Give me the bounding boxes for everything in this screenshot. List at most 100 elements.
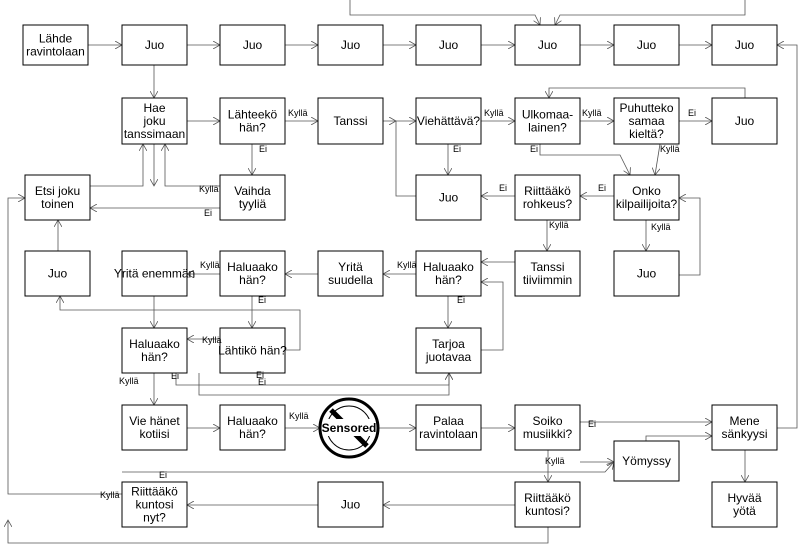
node-box xyxy=(415,404,482,451)
node-box xyxy=(514,481,581,528)
node-label: Juo xyxy=(637,38,657,52)
edge-label-14: Kyllä xyxy=(397,260,417,270)
node-juo3: Juo xyxy=(317,24,384,66)
node-juo-r4: Juo xyxy=(613,250,680,297)
node-box xyxy=(711,97,778,145)
node-juo7: Juo xyxy=(711,24,778,66)
edge-label-26: Kyllä xyxy=(100,490,120,500)
connector-27 xyxy=(679,198,701,276)
node-juo1: Juo xyxy=(121,24,188,66)
node-box xyxy=(415,250,482,297)
edge-label-13: Kyllä xyxy=(651,222,671,232)
node-box xyxy=(219,174,286,221)
edge-label-18: Kyllä xyxy=(202,335,222,345)
edge-label-11: Ei xyxy=(499,183,507,193)
node-box xyxy=(514,174,581,221)
connector-22 xyxy=(655,143,661,175)
edge-label-17: Ei xyxy=(258,295,266,305)
edge-label-22: Ei xyxy=(258,377,266,387)
node-juo6: Juo xyxy=(613,24,680,66)
node-box xyxy=(514,250,581,297)
node-box xyxy=(415,97,482,145)
edge-label-5: Ei xyxy=(688,108,696,118)
connector-49 xyxy=(349,0,540,25)
node-box xyxy=(219,24,286,66)
connector-20 xyxy=(396,121,416,197)
node-box xyxy=(415,24,482,66)
node-yrita-enemman: Yritä enemmän xyxy=(114,250,195,297)
connector-21 xyxy=(539,144,630,175)
node-label: Juo xyxy=(243,38,263,52)
node-label: Juo xyxy=(735,114,755,128)
node-label: Juo xyxy=(48,267,68,281)
connector-53 xyxy=(8,520,549,544)
edge-label-24: Kyllä xyxy=(545,456,565,466)
node-box xyxy=(317,250,384,297)
node-box xyxy=(711,404,778,451)
node-label: Juo xyxy=(735,38,755,52)
connector-51 xyxy=(777,45,798,429)
node-label: Juo xyxy=(439,191,459,205)
node-box xyxy=(121,481,188,528)
node-box xyxy=(613,24,680,66)
node-box xyxy=(613,440,680,482)
node-box xyxy=(317,24,384,66)
edge-label-3: Ei xyxy=(453,144,461,154)
connector-16 xyxy=(165,144,220,187)
edge-label-27: Ei xyxy=(159,470,167,480)
edge-label-15: Ei xyxy=(457,295,465,305)
edge-label-0: Kyllä xyxy=(288,108,308,118)
connector-47 xyxy=(645,436,712,441)
edge-label-12: Kyllä xyxy=(549,220,569,230)
node-box xyxy=(317,481,384,528)
edge-label-19: Ei xyxy=(171,371,179,381)
edge-label-8: Kyllä xyxy=(199,184,219,194)
node-label: Viehättävä? xyxy=(417,114,480,128)
node-box xyxy=(415,327,482,374)
edge-label-21: Kyllä xyxy=(119,376,139,386)
edge-label-20: Ei xyxy=(256,370,264,380)
node-box xyxy=(22,24,89,66)
node-box xyxy=(514,97,581,145)
node-label: Ulkomaa-lainen? xyxy=(522,108,573,135)
node-juo-bot: Juo xyxy=(317,481,384,528)
edge-label-25: Ei xyxy=(588,419,596,429)
node-box xyxy=(711,24,778,66)
node-box xyxy=(711,481,778,528)
node-juo-mid: Juo xyxy=(415,174,482,221)
node-box xyxy=(219,327,286,374)
edge-label-7: Ei xyxy=(530,144,538,154)
node-label: Juo xyxy=(341,498,361,512)
connectors xyxy=(8,0,798,544)
node-box xyxy=(415,174,482,221)
node-juo4: Juo xyxy=(415,24,482,66)
node-label: Juo xyxy=(341,38,361,52)
node-box xyxy=(514,404,581,451)
node-label: Juo xyxy=(145,38,165,52)
